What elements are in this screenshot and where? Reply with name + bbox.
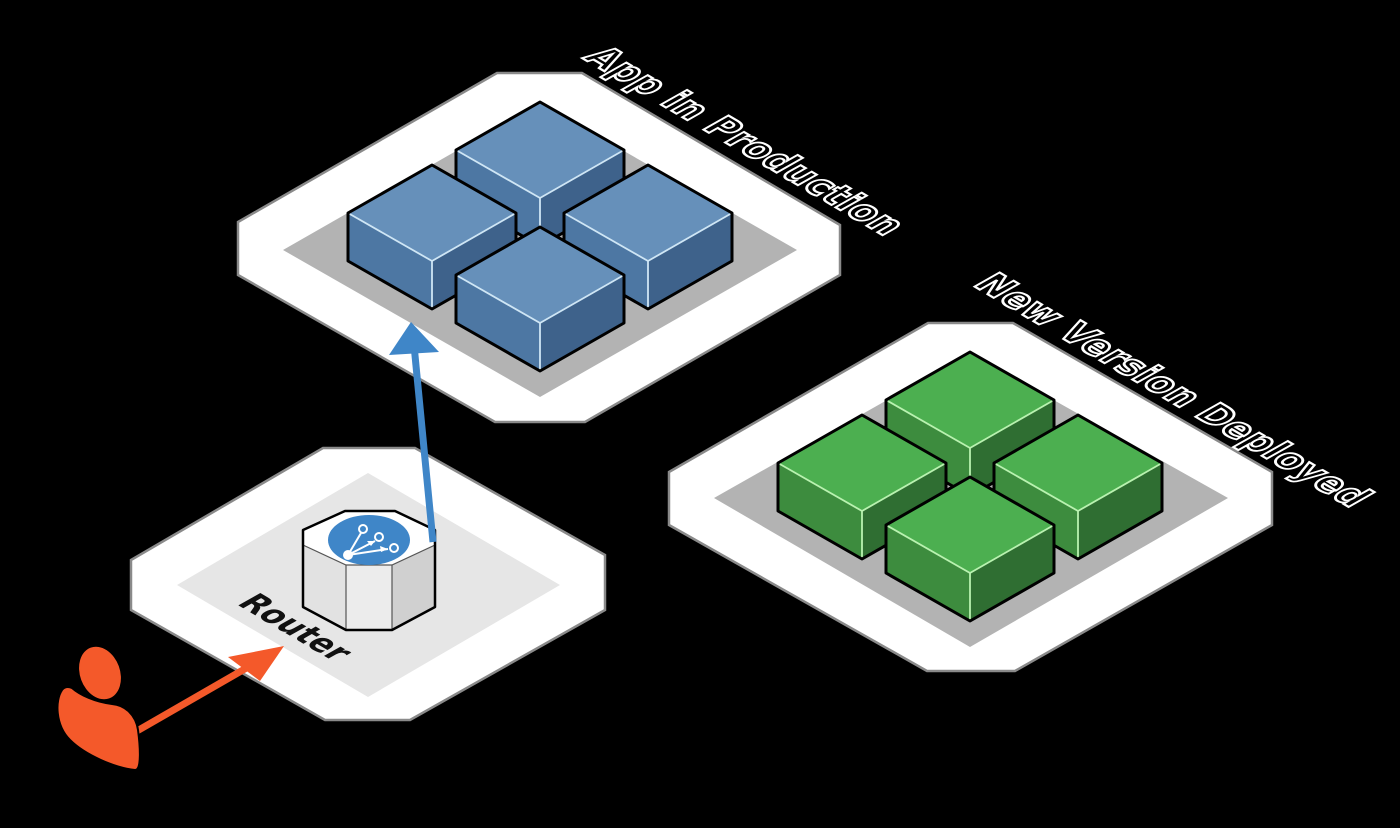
route-split-icon [328, 515, 410, 565]
new-version-instance-2[interactable] [776, 413, 948, 561]
cube-left-face [886, 400, 970, 496]
traffic-arrow-user-to-router [135, 646, 284, 735]
cube-left-face [886, 525, 970, 621]
production-instance-2[interactable] [346, 163, 518, 311]
production-instance-4[interactable] [454, 225, 626, 373]
router-environment: Router [129, 446, 607, 722]
cube-right-face [862, 463, 946, 559]
cube-left-face [564, 213, 648, 309]
cube-right-face [970, 525, 1054, 621]
cube-left-face [348, 213, 432, 309]
new-version-instance-4[interactable] [884, 475, 1056, 623]
cube-right-face [970, 400, 1054, 496]
production-instance-1[interactable] [454, 100, 626, 248]
new-version-instance-3[interactable] [992, 413, 1164, 561]
cube-right-face [540, 275, 624, 371]
user-icon[interactable] [56, 641, 141, 772]
cube-left-face [994, 463, 1078, 559]
new-version-environment: New Version Deployed [667, 266, 1384, 673]
router-node[interactable] [301, 509, 437, 632]
cube-right-face [1078, 463, 1162, 559]
router-body-front [346, 565, 392, 630]
cube-left-face [778, 463, 862, 559]
cube-right-face [432, 213, 516, 309]
production-environment: App in Production [236, 39, 918, 424]
cube-left-face [456, 275, 540, 371]
cube-left-face [456, 150, 540, 246]
new-version-instances [776, 350, 1164, 623]
production-instance-3[interactable] [562, 163, 734, 311]
traffic-arrow-router-to-production [389, 322, 439, 543]
cube-right-face [540, 150, 624, 246]
cube-right-face [648, 213, 732, 309]
production-instances [346, 100, 734, 373]
